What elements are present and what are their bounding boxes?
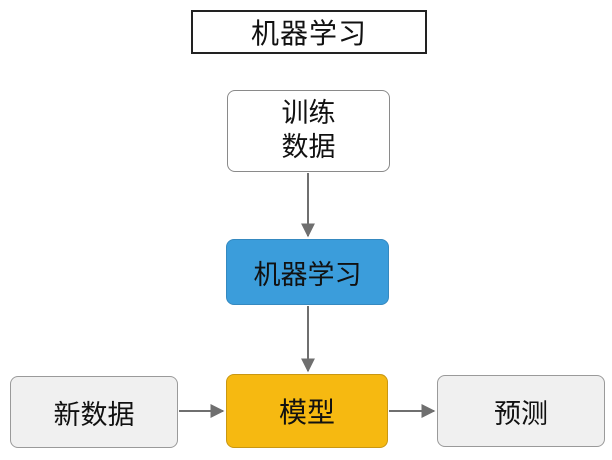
training-data-label-line1: 训练 [281,98,336,130]
training-data-label-line2: 数据 [281,132,336,163]
model-node: 模型 [226,374,388,448]
prediction-node: 预测 [437,375,605,447]
machine-learning-node: 机器学习 [226,239,389,305]
diagram-title: 机器学习 [191,10,427,54]
training-data-node: 训练 数据 [227,90,390,172]
new-data-node: 新数据 [10,376,178,448]
